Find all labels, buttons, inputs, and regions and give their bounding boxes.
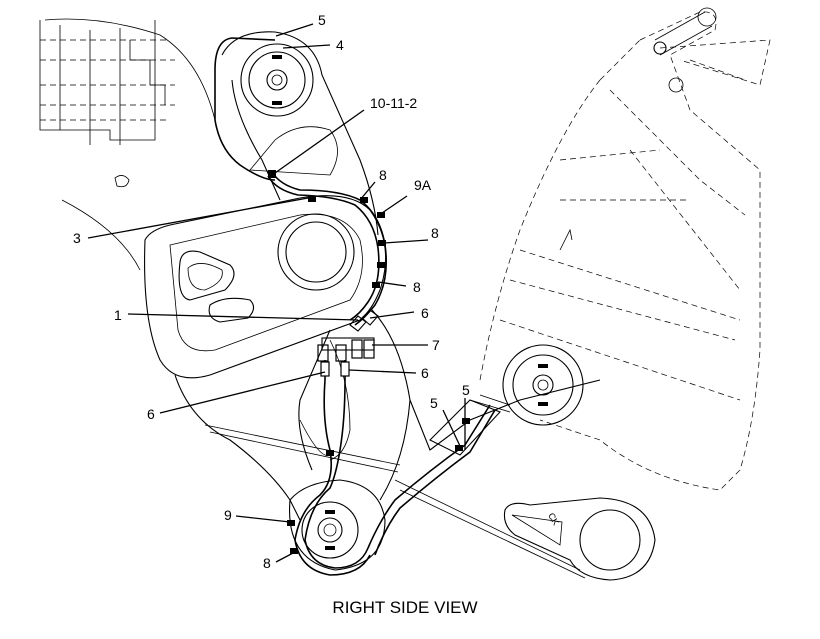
hydraulic-hoses bbox=[214, 37, 511, 576]
callout-3: 3 bbox=[73, 230, 81, 246]
view-caption: RIGHT SIDE VIEW bbox=[332, 598, 477, 617]
callout-7: 7 bbox=[432, 337, 440, 353]
plate-mark: CK bbox=[546, 511, 561, 527]
upper-pivot-pin bbox=[240, 43, 314, 117]
callout-labels: 5 4 10-11-2 8 9A 3 8 8 1 6 7 6 6 5 5 9 8… bbox=[73, 12, 561, 571]
callout-8-d: 8 bbox=[263, 555, 271, 571]
tilt-link bbox=[503, 497, 656, 581]
callout-6-c: 6 bbox=[147, 406, 155, 422]
callout-8-c: 8 bbox=[413, 279, 421, 295]
callout-8-a: 8 bbox=[379, 167, 387, 183]
callout-6-a: 6 bbox=[421, 305, 429, 321]
lift-arm bbox=[144, 31, 601, 579]
callout-5-c: 5 bbox=[462, 382, 470, 398]
callout-9a: 9A bbox=[414, 177, 432, 193]
callout-4: 4 bbox=[336, 37, 344, 53]
callout-1: 1 bbox=[114, 307, 122, 323]
leader-lines bbox=[87, 23, 466, 563]
lower-pivot-pin bbox=[288, 479, 386, 571]
callout-6-b: 6 bbox=[421, 365, 429, 381]
callout-9: 9 bbox=[224, 507, 232, 523]
bucket-outline bbox=[479, 7, 771, 491]
callout-5-top: 5 bbox=[318, 12, 326, 28]
bucket-linkage-pin bbox=[502, 344, 584, 426]
machine-frame bbox=[39, 18, 216, 271]
callout-8-b: 8 bbox=[431, 225, 439, 241]
callout-10-11-2: 10-11-2 bbox=[370, 95, 417, 111]
callout-5-b: 5 bbox=[430, 395, 438, 411]
